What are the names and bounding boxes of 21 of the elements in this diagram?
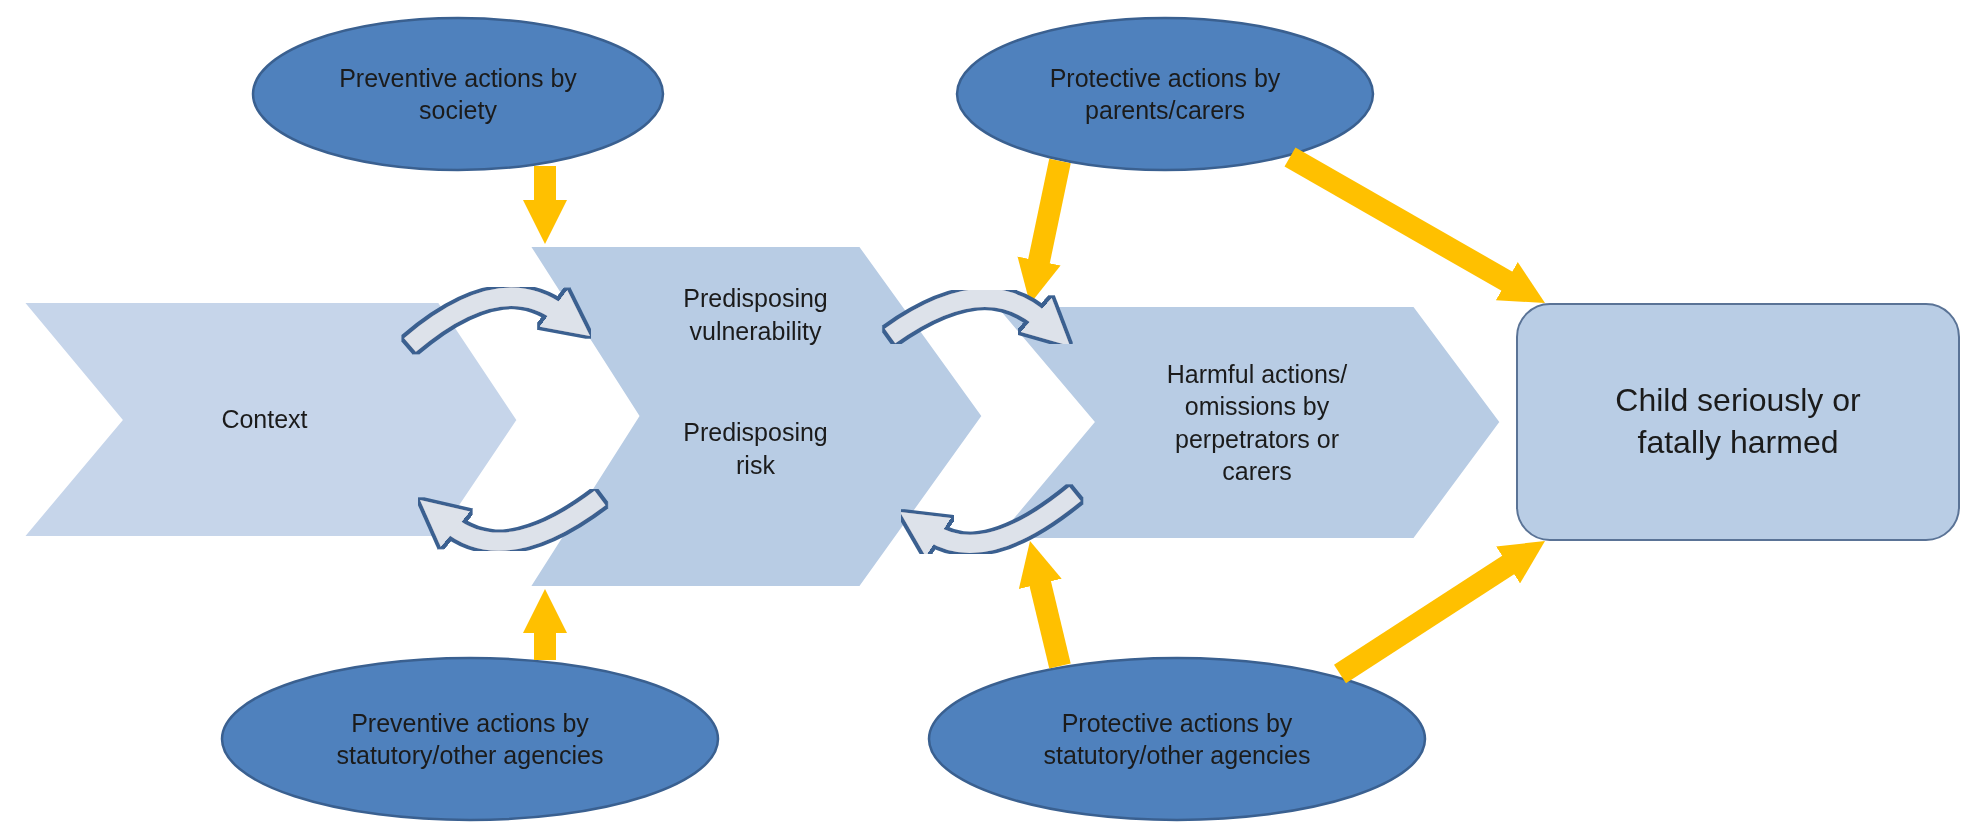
node-label: Preventive actions by statutory/other agencies <box>335 707 605 771</box>
node-label: Harmful actions/ omissions by perpetrators or carers <box>1165 358 1349 487</box>
outcome-box <box>1516 303 1960 541</box>
block-arrow <box>523 589 567 660</box>
node-label: Predisposing risk <box>682 417 829 481</box>
node-label: Protective actions by parents/carers <box>1048 62 1282 126</box>
node-label: Predisposing vulnerability <box>682 283 829 347</box>
block-arrow <box>1284 147 1545 303</box>
block-arrow <box>1334 541 1545 684</box>
node-label: Context <box>221 404 308 436</box>
curved-arrow <box>885 288 1072 345</box>
action-ellipse <box>927 656 1427 822</box>
block-arrow <box>523 166 567 244</box>
node-label: Protective actions by statutory/other agencies <box>1042 707 1312 771</box>
action-ellipse <box>955 16 1375 172</box>
block-arrow <box>1017 158 1071 304</box>
node-label: Child seriously or fatally harmed <box>1614 381 1862 462</box>
action-ellipse <box>220 656 720 822</box>
action-ellipse <box>251 16 665 172</box>
block-arrow <box>1018 541 1071 669</box>
node-label: Preventive actions by society <box>338 62 578 126</box>
